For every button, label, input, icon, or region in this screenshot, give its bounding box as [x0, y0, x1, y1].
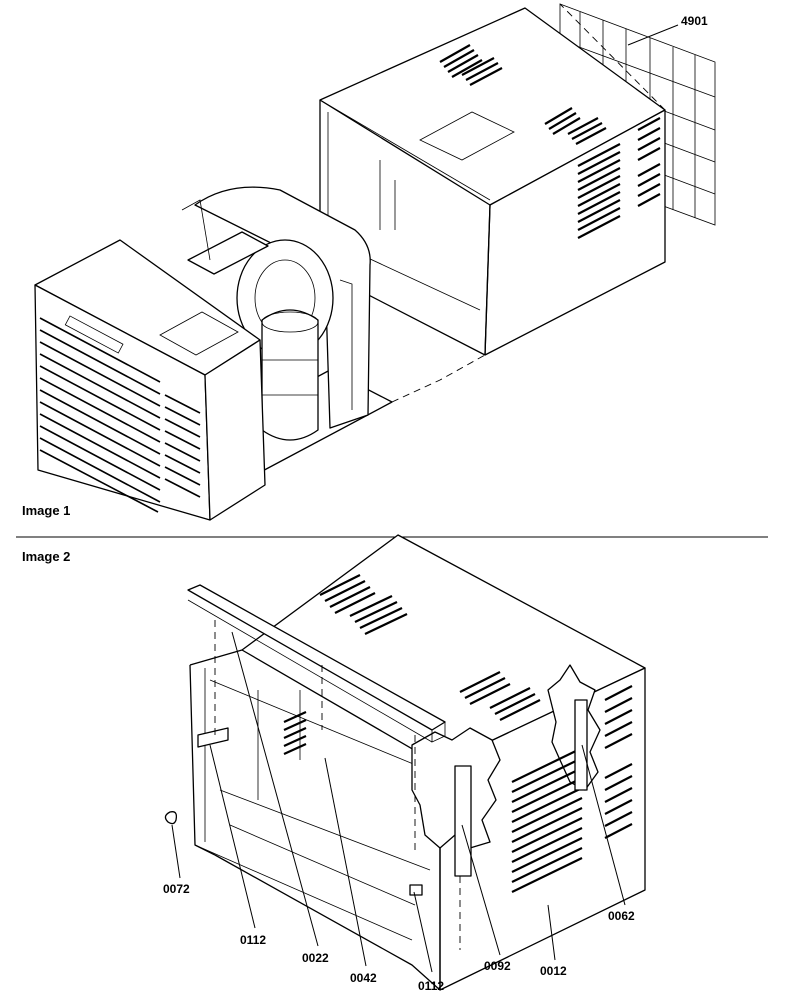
- callout-label: 0112: [240, 933, 266, 947]
- screw-0072: [164, 811, 178, 825]
- cabinet-wrapper: [319, 7, 666, 356]
- control-grille: [164, 394, 201, 498]
- callout-label: 4901: [681, 14, 708, 28]
- front-grille: [39, 317, 161, 513]
- bracket-0112b: [409, 884, 423, 896]
- callout-label: 0042: [350, 971, 377, 985]
- image-2-figure: Image 2: [22, 534, 646, 993]
- top-vents-2: [319, 574, 541, 721]
- cabinet-exploded: [189, 534, 646, 991]
- side-louvers: [577, 117, 661, 239]
- bracket-0112a: [197, 727, 229, 748]
- callout-label: 0062: [608, 909, 635, 923]
- callout-label: 0092: [484, 959, 511, 973]
- callout-label: 0112: [418, 979, 444, 993]
- callout-label: 0012: [540, 964, 567, 978]
- callout-label: 0072: [163, 882, 190, 896]
- front-panel: [34, 239, 266, 521]
- callout-label: 0022: [302, 951, 329, 965]
- image-1-caption: Image 1: [22, 503, 70, 518]
- side-louvers-2: [511, 685, 633, 893]
- seal-strip-0062: [574, 699, 588, 791]
- callout-leaders: [171, 631, 626, 973]
- top-vents: [439, 44, 607, 145]
- chassis-assembly: [181, 186, 393, 476]
- inner-vents: [283, 710, 307, 756]
- image-2-caption: Image 2: [22, 549, 70, 564]
- image-1-figure: 4901 Image 1: [22, 3, 716, 521]
- callout-leader: [627, 24, 679, 46]
- seal-strip-0092: [454, 765, 472, 877]
